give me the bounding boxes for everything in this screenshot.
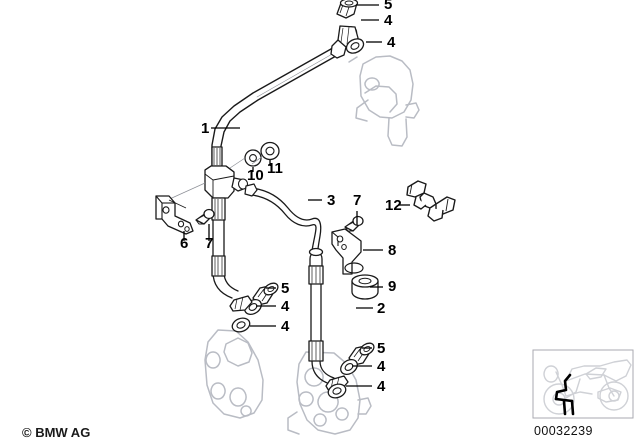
part-7-bolt-left (195, 208, 215, 225)
callout-number-c1: 1 (201, 120, 209, 137)
banjo-bolt-top (336, 0, 359, 19)
callout-number-c8: 8 (388, 242, 396, 259)
left-branch-hose-lower (211, 219, 239, 299)
hose-junction-block (162, 146, 249, 221)
callout-number-c11: 11 (267, 160, 283, 177)
part-11-nut-cap (251, 141, 280, 165)
callout-number-c4e: 4 (377, 358, 386, 375)
callout-number-c4c: 4 (281, 298, 290, 315)
copyright-notice: © BMW AG (22, 425, 91, 440)
bottom-left-banjo-assembly (229, 282, 279, 335)
hose-end-eye-bottom-left (229, 295, 253, 312)
diagram-part-number: 00032239 (534, 424, 593, 438)
callout-number-c7b: 7 (353, 192, 361, 209)
hose-elbow-top (330, 39, 347, 59)
bottom-right-banjo-assembly (325, 342, 375, 401)
callout-number-c4a: 4 (384, 12, 393, 29)
part-8-mounting-bracket-right (331, 228, 364, 275)
callout-number-c4f: 4 (377, 378, 386, 395)
ghost-caliper-left (204, 329, 264, 419)
callout-number-c10: 10 (247, 167, 264, 184)
part-7-bolt-right (344, 215, 364, 232)
top-banjo-assembly (330, 0, 367, 59)
part-12-double-hose-clip (406, 180, 456, 222)
callout-number-c5c: 5 (377, 340, 385, 357)
part-9-rubber-grommet (351, 274, 379, 300)
callout-number-c2: 2 (377, 300, 385, 317)
callout-number-c6: 6 (180, 235, 188, 252)
ghost-master-cylinder (348, 55, 420, 147)
location-inset (532, 349, 634, 419)
callout-number-c5a: 5 (384, 0, 392, 13)
callout-number-c5b: 5 (281, 280, 289, 297)
part-2-brake-hose-lower (308, 247, 335, 385)
part-6-mounting-bracket-left (155, 195, 194, 235)
callout-number-c3: 3 (327, 192, 335, 209)
callout-number-c12: 12 (385, 197, 402, 214)
callout-number-c4b: 4 (387, 34, 396, 51)
callout-number-c9: 9 (388, 278, 396, 295)
callout-number-c4d: 4 (281, 318, 290, 335)
callout-number-c7a: 7 (205, 235, 213, 252)
part-10-washer (229, 149, 262, 169)
